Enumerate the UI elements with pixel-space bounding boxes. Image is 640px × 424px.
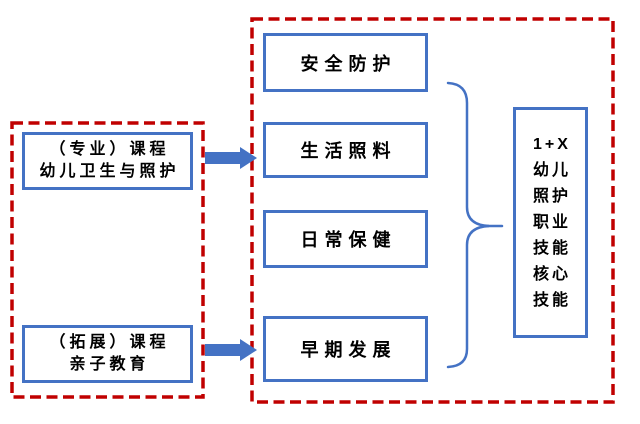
- skill-box-safety: 安全防护: [263, 33, 428, 92]
- course-box-extension-line2: 亲子教育: [69, 356, 150, 373]
- course-box-extension: （拓展）课程 亲子教育: [22, 325, 193, 383]
- skill-box-development-label: 早期发展: [300, 340, 397, 360]
- core-skill-line-6: 核心: [532, 265, 571, 283]
- core-skill-line-1: 1+X: [533, 135, 571, 153]
- skill-box-development: 早期发展: [263, 316, 428, 382]
- core-skill-line-7: 技能: [532, 291, 571, 309]
- course-box-professional-line2: 幼儿卫生与照护: [39, 163, 180, 180]
- skill-box-daily-care: 生活照料: [263, 122, 428, 178]
- skill-box-health-label: 日常保健: [300, 230, 397, 250]
- course-box-professional-line1: （专业）课程: [49, 141, 170, 158]
- core-skill-line-3: 照护: [532, 187, 571, 205]
- right-arrow-icon-top: [205, 147, 257, 169]
- core-skill-line-2: 幼儿: [532, 161, 571, 179]
- skill-box-daily-care-label: 生活照料: [300, 141, 397, 161]
- right-group-dashed-border: [250, 17, 615, 404]
- course-box-professional: （专业）课程 幼儿卫生与照护: [22, 132, 193, 190]
- left-group-dashed-border: [10, 121, 205, 399]
- course-box-extension-line1: （拓展）课程: [49, 334, 170, 351]
- right-arrow-icon-bottom: [205, 339, 257, 361]
- core-skill-line-5: 技能: [532, 239, 571, 257]
- skill-box-health: 日常保健: [263, 210, 428, 268]
- core-skill-line-4: 职业: [532, 213, 571, 231]
- curly-brace-icon: [446, 81, 490, 369]
- core-skill-box: 1+X 幼儿 照护 职业 技能 核心 技能: [513, 107, 588, 338]
- skill-box-safety-label: 安全防护: [300, 53, 397, 74]
